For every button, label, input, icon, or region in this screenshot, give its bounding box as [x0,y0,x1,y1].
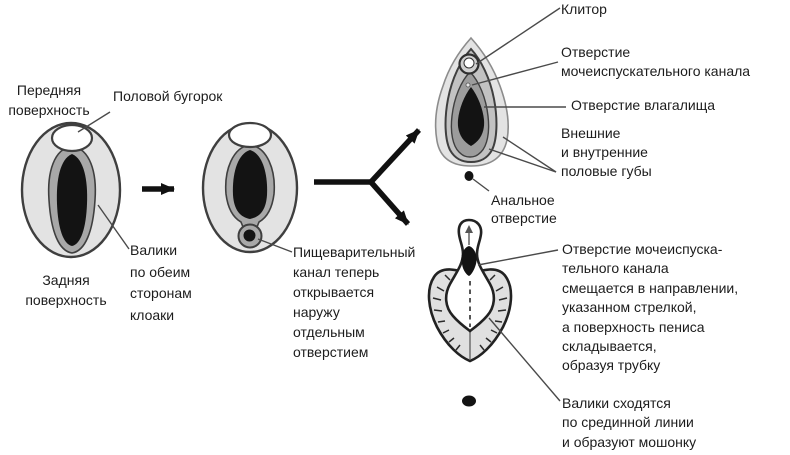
branch-arrows-icon [314,128,422,226]
embryo-cloaca-figure [20,121,122,259]
vaginal-opening-shape [457,87,485,146]
label-genital-tubercle: Половой бугорок [113,88,223,104]
anal-opening-dot-male [462,395,476,407]
genital-tubercle-shape [50,123,94,153]
embryo-separate-opening-figure [201,121,299,254]
urethral-opening-shape-male [461,246,477,276]
male-genitalia-figure [427,218,513,407]
label-vaginal-opening: Отверстие влагалища [571,97,716,113]
female-genitalia-figure [434,36,509,181]
anal-opening-dot-female [464,171,474,181]
penis-shaft-shape [444,218,496,333]
urethral-shift-arrow-icon [465,225,473,245]
genital-tubercle-shape [227,121,273,149]
label-clitoris: Клитор [561,1,607,17]
urethral-opening-dot-female [465,82,471,88]
scrotum-hatch-marks [432,274,508,351]
pointer-lines [77,7,566,402]
